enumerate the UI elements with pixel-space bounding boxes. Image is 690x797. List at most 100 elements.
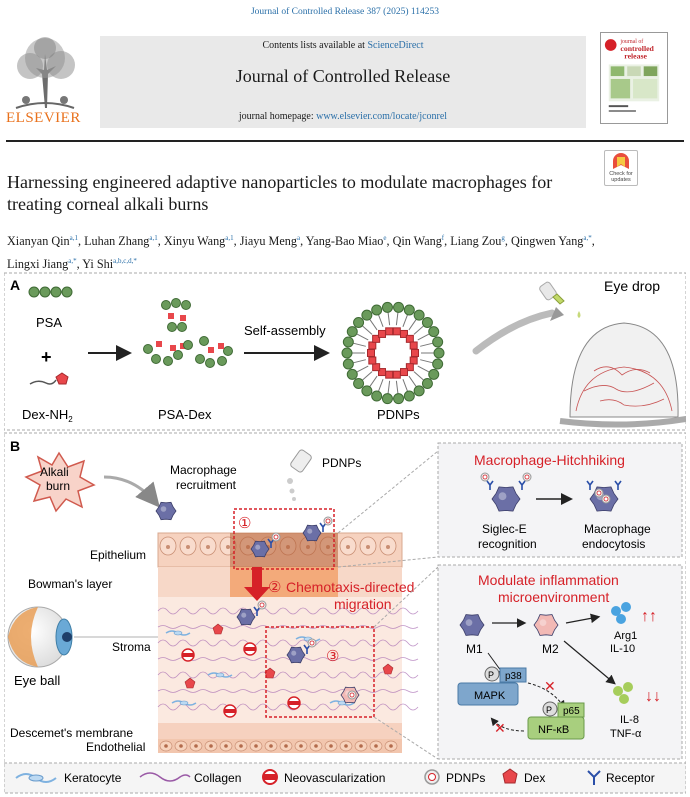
graphical-abstract: A PSA + Dex-NH2 PSA-Dex Self-assembly (4, 272, 686, 794)
homepage-line: journal homepage: www.elsevier.com/locat… (100, 111, 586, 122)
panel-b-label: B (10, 438, 20, 454)
cover-title-3: release (624, 52, 647, 61)
sciencedirect-link[interactable]: ScienceDirect (367, 40, 424, 51)
layer-descemet: Descemet's membrane (10, 726, 133, 740)
psa-dex-icon (143, 298, 233, 368)
receptor-icon (518, 480, 526, 490)
author-affiliation-marker[interactable]: a,1 (69, 234, 78, 242)
psa-shell-bead (346, 326, 358, 338)
psa-shell-bead (381, 301, 393, 313)
legend-neovascularization: Neovascularization (284, 771, 385, 785)
author-affiliation-marker[interactable]: e (383, 234, 387, 242)
psa-shell-bead (361, 309, 373, 321)
step1-marker: ① (238, 515, 251, 532)
homepage-prefix: journal homepage: (238, 111, 314, 122)
zoom-line-4 (373, 716, 439, 760)
collagen-legend-icon (139, 772, 191, 782)
dex-core-bead (385, 370, 394, 379)
journal-name: Journal of Controlled Release (235, 66, 451, 86)
hitchhiking-panel (437, 442, 683, 558)
alkali-burn-badge (24, 451, 96, 513)
legend-pdnps: PDNPs (446, 771, 485, 785)
psa-shell-bead (421, 378, 433, 390)
dex-core-bead (409, 341, 418, 350)
legend-receptor: Receptor (606, 771, 655, 785)
zoom-line-2 (337, 556, 439, 568)
zoom-line-1 (337, 450, 439, 534)
keratocyte-legend-icon (15, 773, 57, 783)
psa-shell-bead (342, 336, 354, 348)
psa-shell-bead (421, 316, 433, 328)
author-name[interactable]: Xianyan Qin (7, 234, 70, 249)
m2-arg-arrow (565, 613, 601, 624)
masthead: ELSEVIER Contents lists available at Sci… (0, 24, 690, 132)
macrophage-icon (459, 614, 485, 636)
author-affiliation-marker[interactable]: a,1 (149, 234, 158, 242)
psa-shell-bead (413, 309, 425, 321)
author-name[interactable]: Luhan Zhang (84, 234, 150, 249)
step1-box (233, 508, 335, 570)
mapk-box (457, 682, 519, 706)
homepage-link[interactable]: www.elsevier.com/locate/jconrel (316, 111, 448, 122)
author-name[interactable]: Xinyu Wang (163, 234, 226, 249)
psa-chain-icon (28, 286, 73, 298)
author-name[interactable]: Lingxi Jiang (7, 257, 69, 272)
psa-shell-bead (342, 358, 354, 370)
author-affiliation-marker[interactable]: a,b,c,d,* (113, 257, 137, 266)
author-affiliation-marker[interactable]: a,* (68, 257, 77, 266)
author-affiliation-marker[interactable]: a,* (583, 234, 592, 242)
pdnp-nanoparticle-icon (341, 301, 445, 405)
legend-bar (4, 762, 686, 794)
macrophage-icon (491, 486, 521, 512)
psa-shell-bead (346, 368, 358, 380)
dex-core-bead (385, 327, 394, 336)
nfkb-feedback-arrow (490, 717, 525, 732)
p-label-2: P (546, 705, 552, 715)
endocytosis-1: Macrophage (584, 522, 651, 536)
author-name[interactable]: Jiayu Meng (239, 234, 297, 249)
check-for-updates-badge[interactable]: Check for updates (604, 150, 638, 186)
il8-tnfa-icon (613, 682, 633, 704)
delivery-arrow (472, 309, 556, 355)
author-affiliation-marker[interactable]: g (501, 234, 505, 242)
inhibit-x-2: ✕ (494, 720, 506, 736)
layer-epithelium: Epithelium (90, 548, 146, 562)
psa-shell-bead (433, 347, 445, 359)
step2-text-2: migration (334, 596, 392, 612)
eye-ball-label: Eye ball (14, 673, 60, 688)
author-affiliation-marker[interactable]: a,1 (225, 234, 234, 242)
macrophage-recruit-2: recruitment (176, 478, 237, 492)
mapk-label: MAPK (474, 690, 506, 702)
m2-il8-arrow (563, 640, 616, 685)
psa-shell-bead (393, 301, 405, 313)
author-name[interactable]: Qin Wang (392, 234, 442, 249)
author-name[interactable]: Yang-Bao Miao (305, 234, 384, 249)
psa-shell-bead (353, 316, 365, 328)
elsevier-tree-logo (6, 34, 84, 110)
dex-core-bead (392, 327, 401, 336)
psa-shell-bead (341, 347, 353, 359)
siglec-2: recognition (478, 537, 537, 551)
tnfa-label: TNF-α (610, 728, 642, 740)
p38-label: p38 (505, 671, 522, 682)
author-affiliation-marker[interactable]: f (441, 234, 445, 242)
stroma-layer (158, 597, 402, 723)
author-name[interactable]: Yi Shi (82, 257, 114, 272)
dex-icon (212, 623, 224, 635)
receptor-icon (486, 480, 494, 490)
author-name[interactable]: Liang Zou (450, 234, 502, 249)
step3-marker: ③ (326, 648, 339, 665)
crossmark-icon (613, 153, 629, 169)
inhibit-x-1: ✕ (544, 678, 556, 694)
m1-label: M1 (466, 642, 483, 656)
contents-prefix: Contents lists available at (262, 40, 365, 51)
macrophage-icon (286, 646, 306, 664)
psa-shell-bead (413, 385, 425, 397)
dex-core-bead (392, 370, 401, 379)
receptor-icon (586, 480, 594, 490)
legend-keratocyte: Keratocyte (64, 771, 122, 785)
author-name[interactable]: Qingwen Yang (510, 234, 584, 249)
author-affiliation-marker[interactable]: a (296, 234, 301, 242)
layer-bowman: Bowman's layer (28, 577, 112, 591)
psa-shell-bead (353, 378, 365, 390)
